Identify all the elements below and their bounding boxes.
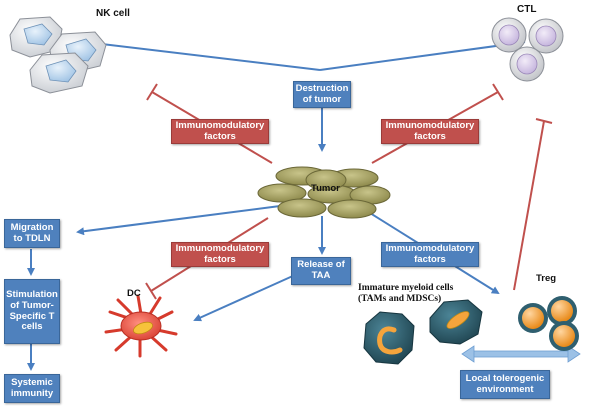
tumor-cell: [327, 199, 377, 219]
immunomodulatory-factors-box-top-right: Immunomodulatory factors: [381, 119, 479, 144]
local-tolerogenic-environment-box: Local tolerogenic environment: [460, 370, 550, 399]
nk-cell-group: [9, 16, 107, 94]
inhibit-treg-ctl-line: [513, 120, 545, 291]
tumor-cell: [257, 183, 307, 203]
inhibit-dc-bar: [145, 282, 157, 300]
myeloid-treg-double-arrow: [461, 345, 581, 363]
nk-cell-label: NK cell: [96, 8, 130, 19]
migration-to-tdln-box: Migration to TDLN: [4, 219, 60, 248]
nk-cell: [29, 52, 89, 94]
inhibit-ctl-bar: [492, 83, 504, 101]
treg-label: Treg: [536, 273, 557, 284]
tumor-cell: [277, 198, 327, 218]
ctl-cell: [491, 17, 527, 53]
inhibit-treg-ctl-bar: [535, 118, 553, 124]
ctl-cell: [528, 18, 564, 54]
release-to-dc-arrow: [193, 274, 296, 322]
immunomodulatory-factors-box-bottom-left: Immunomodulatory factors: [171, 242, 269, 267]
treg-cell: [549, 321, 579, 351]
immunomodulatory-factors-box-top-left: Immunomodulatory factors: [171, 119, 269, 144]
stimulation-tumor-specific-t-cells-box: Stimulation of Tumor- Specific T cells: [4, 279, 60, 344]
ctl-cell-group: [491, 17, 564, 82]
ctl-label: CTL: [517, 4, 537, 15]
destruction-of-tumor-box: Destruction of tumor: [293, 81, 351, 108]
tumor-to-dc-migration-arrow: [76, 205, 281, 236]
inhibit-nk-bar: [146, 83, 158, 101]
immunomodulatory-factors-box-bottom-right: Immunomodulatory factors: [381, 242, 479, 267]
immature-myeloid-cells: [363, 299, 483, 365]
ctl-to-destruction-line: [319, 41, 526, 71]
inhibition-lines: [145, 83, 553, 300]
systemic-immunity-box: Systemic immunity: [4, 374, 60, 403]
tumor-cell: [305, 169, 347, 191]
ctl-cell: [509, 46, 545, 82]
treg-cell-group: [518, 296, 579, 351]
treg-cell: [547, 296, 577, 326]
dc-label: DC: [127, 288, 141, 299]
release-of-taa-box: Release of TAA: [291, 257, 351, 285]
immature-myeloid-label: Immature myeloid cells (TAMs and MDSCs): [358, 283, 454, 304]
nk-to-destruction-line: [84, 41, 321, 71]
dc-cell: [104, 294, 178, 358]
treg-cell: [518, 303, 548, 333]
tumor-label: Tumor: [311, 183, 340, 194]
nk-cell: [9, 16, 63, 58]
tumor-cluster: [257, 166, 391, 219]
myeloid-cell: [363, 311, 415, 365]
myeloid-cell: [429, 299, 483, 345]
